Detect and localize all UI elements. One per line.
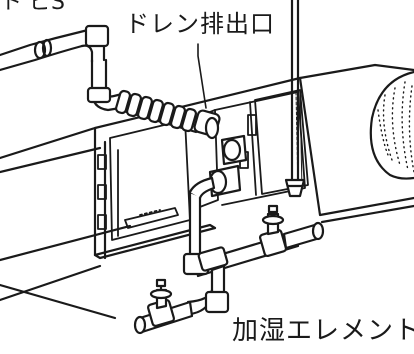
upper-hose [0,26,122,110]
humidifier-element [371,72,414,179]
hose-label: ト ビS [0,0,65,15]
drain-outlet-leader [198,44,206,108]
drain-outlet-label: ドレン排出口 [125,10,275,38]
lower-pipe [135,178,323,333]
unit-housing [0,65,414,318]
humidifier-element-label: 加湿エレメント [232,316,414,346]
vertical-rod [286,0,304,196]
internal-frame [98,90,308,240]
drain-valve [210,136,246,196]
corrugated-hose [115,90,220,138]
